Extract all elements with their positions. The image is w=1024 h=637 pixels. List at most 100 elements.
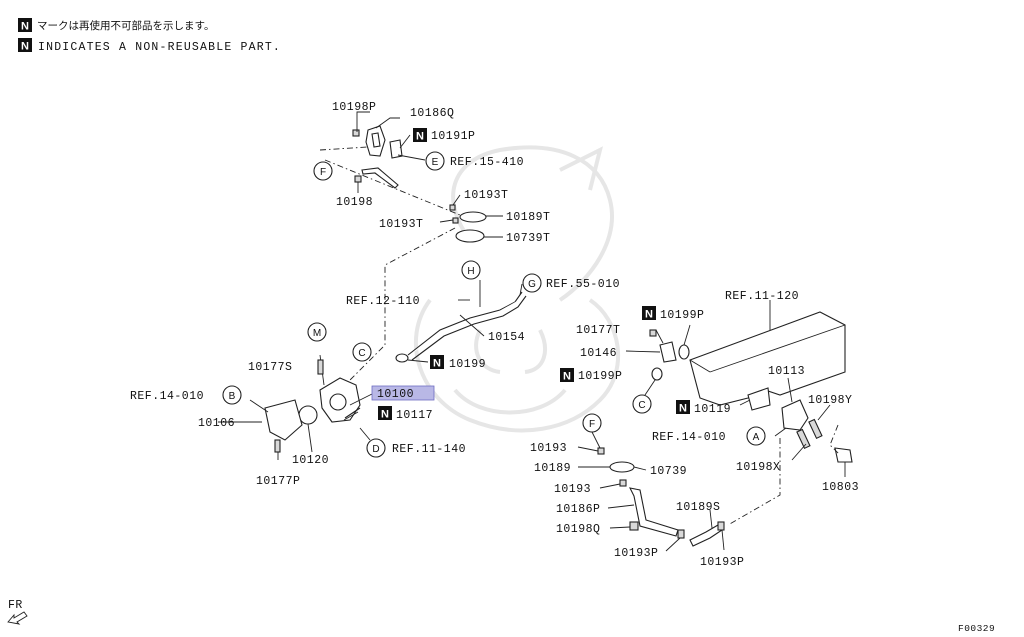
label-10177P[interactable]: 10177P [256, 475, 300, 488]
label-10120[interactable]: 10120 [292, 454, 329, 467]
fitting-10146[interactable] [659, 341, 677, 363]
bolt-10177S[interactable] [317, 359, 324, 375]
svg-text:H: H [467, 266, 474, 277]
part-10193T-b[interactable] [452, 217, 459, 224]
o-ring-10199[interactable] [395, 353, 409, 363]
label-10193P-b[interactable]: 10193P [700, 556, 744, 569]
label-10117[interactable]: 10117 [396, 409, 433, 422]
gasket-10119[interactable] [747, 387, 771, 411]
label-10189S[interactable]: 10189S [676, 501, 720, 514]
label-10154[interactable]: 10154 [488, 331, 525, 344]
svg-text:N: N [21, 21, 29, 33]
callout-M[interactable]: M [307, 322, 327, 342]
label-10739[interactable]: 10739 [650, 465, 687, 478]
label-10193P-a[interactable]: 10193P [614, 547, 658, 560]
label-10803[interactable]: 10803 [822, 481, 859, 494]
callout-F[interactable]: F [313, 161, 333, 181]
bolt-10177P[interactable] [274, 439, 281, 453]
highlight-10100 [371, 385, 435, 401]
label-ref-11-140[interactable]: REF.11-140 [392, 443, 466, 456]
label-ref-15-410[interactable]: REF.15-410 [450, 156, 524, 169]
clamp-10189[interactable] [609, 461, 635, 473]
callout-G[interactable]: G [522, 273, 542, 293]
o-ring-10199P[interactable] [678, 344, 690, 360]
part-10193[interactable] [597, 447, 605, 455]
legend: N マークは再使用不可部品を示します。 N INDICATES A NON-RE… [18, 18, 281, 54]
part-10193-b[interactable] [619, 479, 627, 487]
svg-text:N: N [381, 409, 389, 421]
svg-text:N: N [21, 41, 29, 53]
label-10189T[interactable]: 10189T [506, 211, 550, 224]
label-10119[interactable]: 10119 [694, 403, 731, 416]
svg-text:A: A [753, 432, 760, 443]
callout-B[interactable]: B [222, 385, 242, 405]
callout-C[interactable]: C [352, 342, 372, 362]
label-10198P[interactable]: 10198P [332, 101, 376, 114]
label-ref-55-010[interactable]: REF.55-010 [546, 278, 620, 291]
n-badge-10199: N [430, 355, 444, 370]
bolt-10198Y[interactable] [808, 418, 823, 440]
label-10198X[interactable]: 10198X [736, 461, 780, 474]
label-10199P-a[interactable]: 10199P [660, 309, 704, 322]
part-10193P-a[interactable] [677, 529, 685, 539]
callout-A[interactable]: A [746, 426, 766, 446]
callout-C2[interactable]: C [632, 394, 652, 414]
part-10198P[interactable] [352, 129, 360, 137]
label-ref-14-010-a[interactable]: REF.14-010 [652, 431, 726, 444]
callout-D[interactable]: D [366, 438, 386, 458]
part-10193P-b[interactable] [717, 521, 725, 531]
bolt-10198X[interactable] [796, 428, 811, 450]
label-10199P-b[interactable]: 10199P [578, 370, 622, 383]
label-10186Q[interactable]: 10186Q [410, 107, 454, 120]
o-ring-10199P-b[interactable] [651, 367, 663, 381]
non-reusable-badge [18, 38, 32, 52]
label-ref-12-110[interactable]: REF.12-110 [346, 295, 420, 308]
hose-10189S[interactable] [689, 524, 723, 547]
n-badge-10117: N [378, 406, 392, 421]
front-arrow: FR [7, 599, 28, 625]
label-10186P[interactable]: 10186P [556, 503, 600, 516]
legend-text-en: INDICATES A NON-REUSABLE PART. [38, 41, 281, 54]
hose-top[interactable] [361, 167, 399, 189]
clamp-10189T[interactable] [459, 211, 487, 223]
label-10177S[interactable]: 10177S [248, 361, 292, 374]
label-10193-b[interactable]: 10193 [554, 483, 591, 496]
part-10198Q[interactable] [629, 521, 639, 531]
housing-10113[interactable] [781, 399, 809, 431]
svg-text:C: C [638, 400, 645, 411]
label-10189[interactable]: 10189 [534, 462, 571, 475]
label-ref-11-120[interactable]: REF.11-120 [725, 290, 799, 303]
callout-F2[interactable]: F [582, 413, 602, 433]
label-10198Q[interactable]: 10198Q [556, 523, 600, 536]
label-10100[interactable]: 10100 [377, 388, 414, 401]
label-10113[interactable]: 10113 [768, 365, 805, 378]
label-10199[interactable]: 10199 [449, 358, 486, 371]
n-badge-10191P: N [413, 128, 427, 143]
cover-10106[interactable] [264, 399, 303, 441]
hose-10739T[interactable] [455, 229, 485, 243]
bolt-10177T[interactable] [649, 329, 657, 337]
label-10198Y[interactable]: 10198Y [808, 394, 852, 407]
label-10177T[interactable]: 10177T [576, 324, 620, 337]
part-10198[interactable] [354, 175, 362, 183]
label-10191P[interactable]: 10191P [431, 130, 475, 143]
label-10106[interactable]: 10106 [198, 417, 235, 430]
thermostat-group [218, 354, 373, 460]
label-10146[interactable]: 10146 [580, 347, 617, 360]
label-10193T-b[interactable]: 10193T [379, 218, 423, 231]
label-ref-14-010-b[interactable]: REF.14-010 [130, 390, 204, 403]
gasket-10117[interactable] [344, 407, 361, 419]
hose-10186P[interactable] [629, 487, 679, 537]
label-10739T[interactable]: 10739T [506, 232, 550, 245]
callout-E[interactable]: E [425, 151, 445, 171]
label-10193T-a[interactable]: 10193T [464, 189, 508, 202]
pipe-10154[interactable] [407, 291, 523, 356]
callout-H[interactable]: H [461, 260, 481, 280]
n-badge-10199P-b: N [560, 368, 574, 383]
thermostat-10120[interactable] [298, 405, 318, 425]
part-10193T-a[interactable] [449, 204, 456, 211]
sensor-10803[interactable] [834, 447, 853, 463]
label-10198[interactable]: 10198 [336, 196, 373, 209]
label-10193[interactable]: 10193 [530, 442, 567, 455]
